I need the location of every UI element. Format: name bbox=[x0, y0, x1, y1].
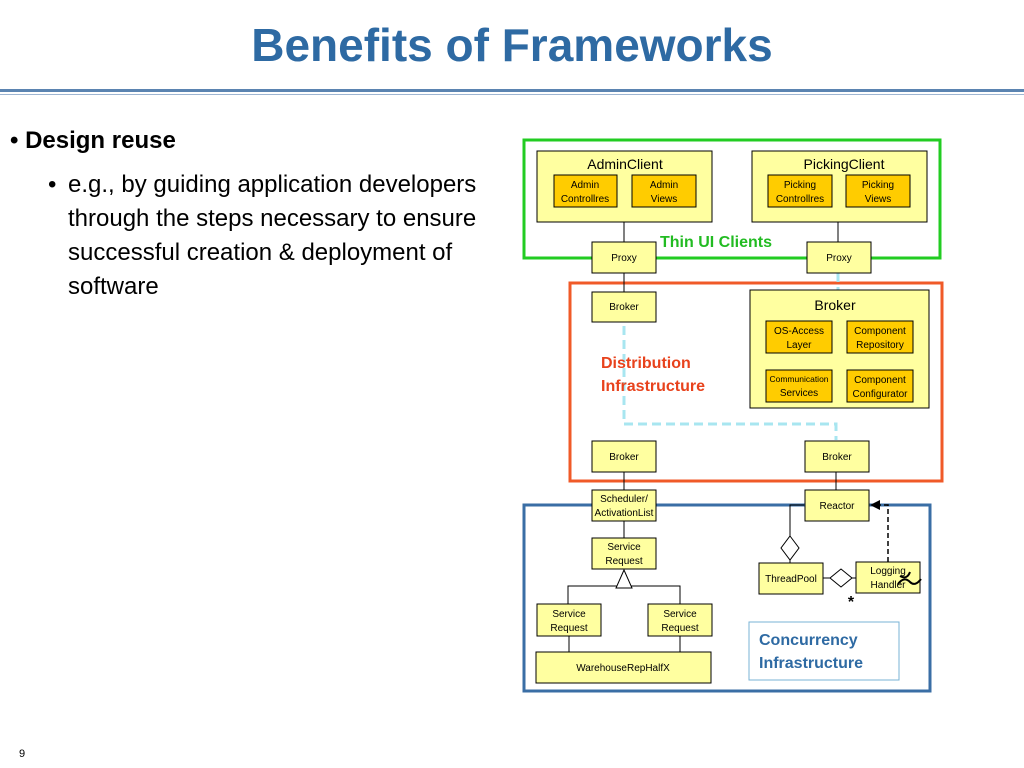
admin-controllers-label: Controllres bbox=[561, 194, 609, 205]
admin-views-label: Views bbox=[651, 194, 678, 205]
service-request-label: Request bbox=[605, 556, 642, 567]
broker-label: Broker bbox=[609, 302, 639, 313]
concurrency-label-box bbox=[748, 621, 900, 681]
connector bbox=[789, 504, 804, 536]
proxy-label: Proxy bbox=[611, 253, 637, 264]
picking-controllers-label: Controllres bbox=[776, 194, 824, 205]
reactor-label: Reactor bbox=[819, 501, 855, 512]
component-repository-label: Component bbox=[854, 326, 906, 337]
page-number: 9 bbox=[19, 748, 26, 760]
scheduler-box bbox=[591, 489, 657, 522]
aggregation-diamond bbox=[829, 568, 853, 588]
service-request-box bbox=[591, 537, 657, 570]
sub-bullet: • e.g., by guiding application developer… bbox=[48, 168, 478, 304]
title-underline bbox=[0, 89, 1024, 92]
multiplicity-star: * bbox=[848, 594, 855, 611]
communication-services-box bbox=[765, 369, 833, 403]
service-request-box bbox=[647, 603, 713, 637]
component-configurator-label: Configurator bbox=[852, 389, 908, 400]
distribution-label: Infrastructure bbox=[601, 378, 705, 395]
broker-box bbox=[591, 440, 657, 473]
service-request-label: Request bbox=[661, 623, 698, 634]
component-configurator-label: Component bbox=[854, 375, 906, 386]
connector bbox=[567, 585, 681, 604]
handler-squiggle-icon bbox=[897, 571, 922, 585]
logging-handler-label: Handler bbox=[870, 580, 906, 591]
dashed-broker-link bbox=[622, 326, 838, 440]
dashed-arrow bbox=[878, 504, 889, 562]
sub-bullet-text: e.g., by guiding application developers … bbox=[68, 171, 477, 300]
concurrency-label: Infrastructure bbox=[759, 655, 863, 672]
picking-client-label: PickingClient bbox=[804, 156, 885, 172]
thin-ui-label: Thin UI Clients bbox=[660, 234, 772, 251]
logging-handler-label: Logging bbox=[870, 566, 906, 577]
bullet-dot: • bbox=[48, 171, 57, 198]
warehouse-label: WarehouseRepHalfX bbox=[576, 663, 670, 674]
inheritance-triangle bbox=[615, 568, 633, 589]
broker-component-label: Broker bbox=[814, 297, 856, 313]
service-request-box bbox=[536, 603, 602, 637]
distribution-label: Distribution bbox=[601, 355, 691, 372]
threadpool-label: ThreadPool bbox=[765, 574, 817, 585]
picking-views-label: Views bbox=[865, 194, 892, 205]
communication-services-label: Services bbox=[780, 388, 818, 399]
os-access-layer-label: OS-Access bbox=[774, 326, 824, 337]
admin-client-label: AdminClient bbox=[587, 156, 663, 172]
admin-controllers-box bbox=[553, 174, 618, 208]
distribution-frame bbox=[568, 281, 944, 483]
picking-controllers-box bbox=[767, 174, 833, 208]
broker-box bbox=[804, 440, 870, 473]
admin-controllers-label: Admin bbox=[571, 180, 599, 191]
component-configurator-box bbox=[846, 369, 914, 403]
proxy-box bbox=[591, 241, 657, 274]
concurrency-label: Concurrency bbox=[759, 632, 858, 649]
proxy-box bbox=[806, 241, 872, 274]
reactor-box bbox=[804, 489, 870, 522]
arrow-head bbox=[870, 500, 880, 510]
scheduler-label: Scheduler/ bbox=[600, 494, 648, 505]
picking-views-label: Picking bbox=[862, 180, 894, 191]
admin-views-label: Admin bbox=[650, 180, 678, 191]
service-request-label: Service bbox=[663, 609, 697, 620]
aggregation-diamond bbox=[780, 535, 800, 561]
broker-box bbox=[591, 291, 657, 323]
os-access-layer-box bbox=[765, 320, 833, 354]
bullet-design-reuse: • Design reuse bbox=[10, 127, 176, 154]
concurrency-frame bbox=[522, 503, 932, 693]
bullet-text: Design reuse bbox=[25, 127, 176, 154]
picking-controllers-label: Picking bbox=[784, 180, 816, 191]
threadpool-box bbox=[758, 562, 824, 595]
admin-views-box bbox=[631, 174, 697, 208]
logging-handler-box bbox=[855, 561, 921, 594]
service-request-label: Service bbox=[607, 542, 641, 553]
component-repository-box bbox=[846, 320, 914, 354]
picking-views-box bbox=[845, 174, 911, 208]
proxy-label: Proxy bbox=[826, 253, 852, 264]
warehouse-box bbox=[535, 651, 712, 684]
scheduler-label: ActivationList bbox=[595, 508, 654, 519]
service-request-label: Request bbox=[550, 623, 587, 634]
os-access-layer-label: Layer bbox=[786, 340, 812, 351]
broker-label: Broker bbox=[822, 452, 852, 463]
component-repository-label: Repository bbox=[856, 340, 904, 351]
service-request-label: Service bbox=[552, 609, 586, 620]
slide-title: Benefits of Frameworks bbox=[251, 19, 773, 71]
communication-services-label: Communication bbox=[769, 374, 828, 384]
broker-label: Broker bbox=[609, 452, 639, 463]
thin-ui-frame bbox=[522, 138, 942, 260]
title-underline-thin bbox=[0, 94, 1024, 95]
